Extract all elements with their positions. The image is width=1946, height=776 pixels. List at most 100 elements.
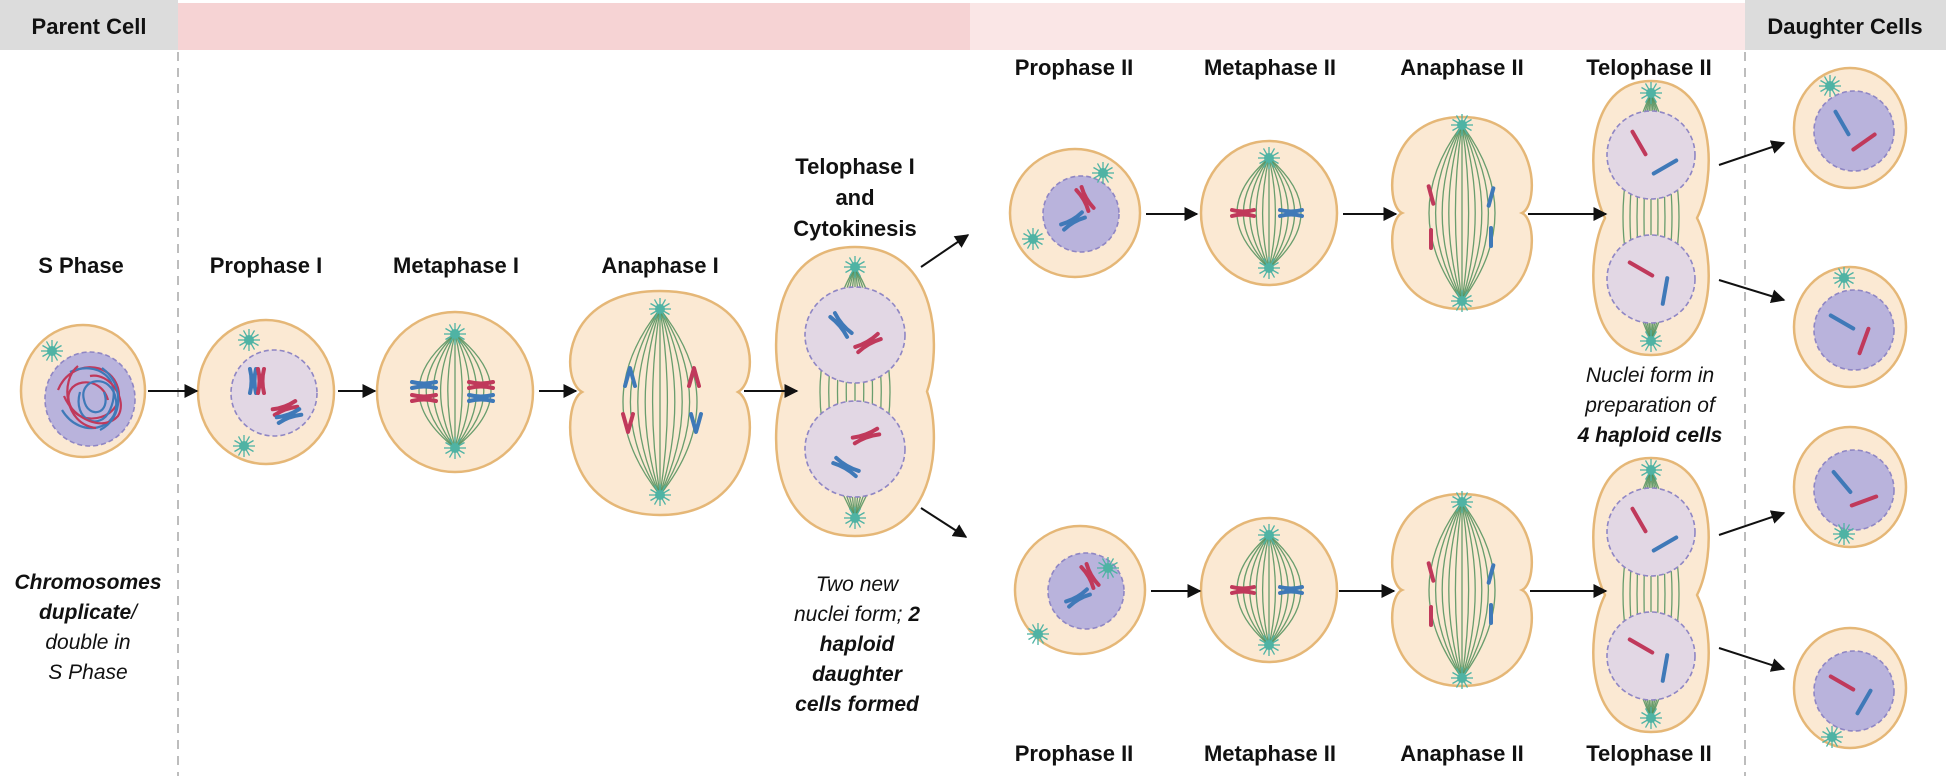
arrow-telophase2-to-daughter2 bbox=[1718, 279, 1786, 303]
arrow-telophase1-to-bottom-branch bbox=[920, 507, 968, 538]
note-telophase-2: Nuclei form in preparation of 4 haploid ce… bbox=[1577, 364, 1723, 447]
centrosome-icon bbox=[1640, 459, 1662, 481]
chromosome bbox=[1426, 561, 1436, 583]
chromosome-red bbox=[687, 366, 701, 388]
note-text: 2 bbox=[907, 603, 920, 626]
chromosome-blue bbox=[410, 380, 438, 390]
chromosome bbox=[1486, 186, 1496, 208]
cells-layer bbox=[19, 66, 1908, 750]
chromosome bbox=[1828, 674, 1856, 692]
note-text: Two new bbox=[816, 573, 900, 596]
centrosome-icon bbox=[1451, 667, 1473, 689]
centrosome-icon bbox=[1092, 162, 1114, 184]
nucleus-telophase-2-top-b bbox=[1606, 234, 1696, 324]
chromosome bbox=[1486, 563, 1496, 585]
chromosome-red bbox=[270, 399, 300, 417]
chromatin-tangle bbox=[56, 365, 122, 431]
note-text: haploid bbox=[820, 633, 896, 656]
label-prophase-2-bottom: Prophase II bbox=[1015, 741, 1134, 766]
note-text: Nuclei form in bbox=[1586, 364, 1714, 387]
nucleus-daughter-cell-3 bbox=[1813, 449, 1895, 531]
spindle-fibers bbox=[622, 308, 698, 496]
centrosome-icon bbox=[1022, 228, 1044, 250]
nucleus-prophase-1 bbox=[230, 349, 318, 437]
label-anaphase-2-top: Anaphase II bbox=[1400, 55, 1523, 80]
centrosome-icon bbox=[41, 340, 63, 362]
centrosome-icon bbox=[1833, 267, 1855, 289]
chromosome bbox=[1278, 585, 1304, 595]
centrosome-icon bbox=[649, 298, 671, 320]
centrosome-icon bbox=[238, 329, 260, 351]
chromosome bbox=[1079, 562, 1101, 590]
chromosome bbox=[1851, 132, 1877, 152]
chromosome-blue bbox=[467, 393, 495, 403]
note-text: preparation of bbox=[1584, 394, 1717, 417]
spindle-fibers bbox=[418, 333, 492, 449]
centrosome-icon bbox=[1821, 726, 1843, 748]
chromosome-red bbox=[621, 412, 635, 434]
nucleus-telophase-2-top-a bbox=[1606, 110, 1696, 200]
chromosome bbox=[1074, 185, 1096, 213]
note-text: double in bbox=[45, 631, 130, 654]
note-text: Chromosomes bbox=[14, 571, 161, 594]
note-text: nuclei form; bbox=[794, 603, 908, 626]
label-prophase-2-top: Prophase II bbox=[1015, 55, 1134, 80]
label-telophase-2-top: Telophase II bbox=[1586, 55, 1712, 80]
nucleus-telophase-2-bottom-a bbox=[1606, 487, 1696, 577]
centrosome-icon bbox=[1451, 491, 1473, 513]
note-text: daughter bbox=[812, 663, 904, 686]
chromosome bbox=[1857, 326, 1871, 356]
centrosome-icon bbox=[1258, 147, 1280, 169]
label-telophase-1-line2: and bbox=[835, 185, 874, 210]
meiosis-one-header-bg bbox=[178, 3, 970, 50]
centrosome-icon bbox=[1027, 623, 1049, 645]
centrosome-icon bbox=[844, 256, 866, 278]
centrosome-icon bbox=[1258, 634, 1280, 656]
chromosome bbox=[1230, 585, 1256, 595]
label-anaphase-2-bottom: Anaphase II bbox=[1400, 741, 1523, 766]
centrosome-icon bbox=[444, 437, 466, 459]
label-telophase-2-bottom: Telophase II bbox=[1586, 741, 1712, 766]
nucleus-telophase-1-bottom bbox=[804, 400, 906, 498]
centrosome-icon bbox=[1640, 82, 1662, 104]
label-telophase-1-line3: Cytokinesis bbox=[793, 216, 917, 241]
parent-cell-label: Parent Cell bbox=[32, 14, 147, 39]
parent-cell-header-bg bbox=[0, 0, 178, 50]
nucleus-telophase-2-bottom-b bbox=[1606, 611, 1696, 701]
chromosome bbox=[1627, 637, 1655, 655]
chromosome bbox=[1833, 109, 1851, 137]
chromosome bbox=[1660, 653, 1670, 683]
chromosome bbox=[1831, 470, 1853, 494]
centrosome-icon bbox=[844, 507, 866, 529]
chromosome bbox=[1651, 535, 1679, 553]
centrosome-icon bbox=[1451, 290, 1473, 312]
note-text: 4 haploid cells bbox=[1577, 424, 1723, 447]
chromosome-red bbox=[467, 380, 495, 390]
arrow-telophase2-to-daughter1 bbox=[1718, 140, 1786, 166]
chromosome-blue bbox=[689, 412, 703, 434]
spindle-fibers bbox=[1428, 124, 1496, 302]
note-text: cells formed bbox=[795, 693, 920, 716]
label-anaphase-1: Anaphase I bbox=[601, 253, 718, 278]
chromosome bbox=[1627, 260, 1655, 278]
label-metaphase-1: Metaphase I bbox=[393, 253, 519, 278]
chromosome bbox=[1064, 587, 1092, 609]
chromosome-blue bbox=[248, 367, 258, 395]
centrosome-icon bbox=[649, 484, 671, 506]
centrosome-icon bbox=[1451, 114, 1473, 136]
chromosome bbox=[1651, 158, 1679, 176]
arrow-telophase2-to-daughter3 bbox=[1718, 510, 1786, 536]
note-text: duplicate bbox=[39, 601, 132, 624]
chromosome-red bbox=[256, 367, 266, 395]
chromosome bbox=[1059, 210, 1087, 232]
chromosome bbox=[1660, 276, 1670, 306]
label-prophase-1: Prophase I bbox=[210, 253, 322, 278]
label-s-phase: S Phase bbox=[38, 253, 124, 278]
centrosome-icon bbox=[1097, 557, 1119, 579]
spindle-fibers bbox=[1428, 501, 1496, 679]
meiosis-two-header-bg bbox=[970, 3, 1745, 50]
header-bar: Parent Cell Daughter Cells bbox=[0, 0, 1946, 50]
centrosome-icon bbox=[1833, 523, 1855, 545]
centrosome-icon bbox=[444, 323, 466, 345]
